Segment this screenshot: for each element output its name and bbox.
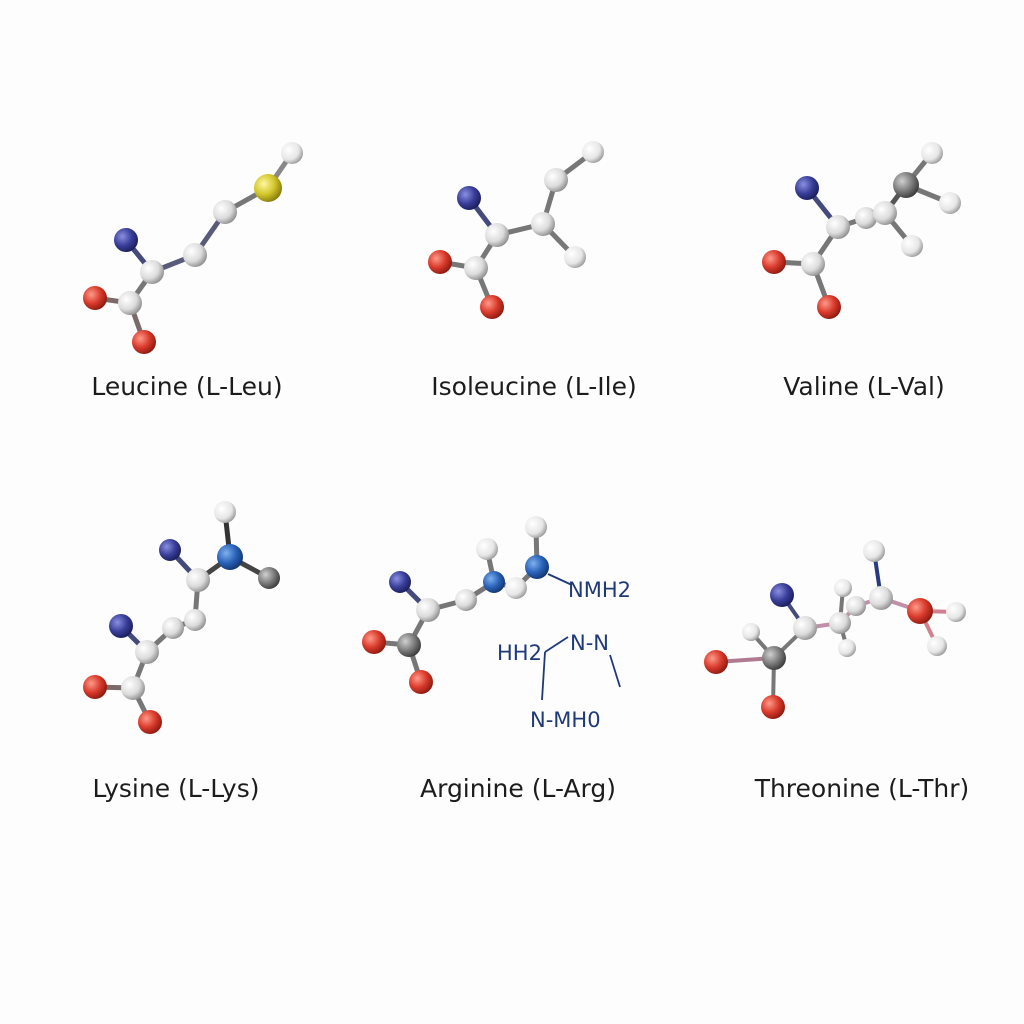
carbon-atom	[121, 676, 145, 700]
carbon-atom	[464, 256, 488, 280]
oxygen-atom	[762, 250, 786, 274]
caption-arginine: Arginine (L-Arg)	[420, 774, 616, 803]
caption-threonine: Threonine (L-Thr)	[754, 774, 970, 803]
nitrogen-atom	[217, 544, 243, 570]
hydrogen-atom	[863, 540, 885, 562]
carbon-atom	[118, 291, 142, 315]
hydrogen-atom	[939, 192, 961, 214]
nitrogen-atom	[770, 583, 794, 607]
nitrogen-atom	[483, 571, 505, 593]
hydrogen-atom	[921, 142, 943, 164]
caption-isoleucine: Isoleucine (L-Ile)	[431, 372, 637, 401]
oxygen-atom	[132, 330, 156, 354]
molecule-leucine	[83, 142, 303, 354]
annotation-hh2: HH2	[497, 641, 542, 665]
carbon-atom	[162, 617, 184, 639]
hydrogen-atom	[505, 577, 527, 599]
hydrogen-atom	[476, 538, 498, 560]
oxygen-atom	[817, 295, 841, 319]
nitrogen-atom	[389, 571, 411, 593]
molecule-lysine	[83, 501, 280, 734]
oxygen-atom	[704, 650, 728, 674]
oxygen-atom	[83, 286, 107, 310]
hydrogen-atom	[281, 142, 303, 164]
hydrogen-atom	[742, 623, 760, 641]
oxygen-atom	[480, 295, 504, 319]
carbon-atom	[485, 223, 509, 247]
carbon-atom	[455, 589, 477, 611]
molecule-threonine	[704, 540, 966, 719]
annotation-nmh2: NMH2	[568, 578, 631, 602]
carbon-atom	[258, 567, 280, 589]
carbon-atom	[186, 568, 210, 592]
carbon-atom	[893, 172, 919, 198]
carbon-atom	[801, 252, 825, 276]
nitrogen-atom	[109, 614, 133, 638]
carbon-atom	[213, 200, 237, 224]
hydrogen-atom	[834, 579, 852, 597]
molecule-arginine: NMH2 HH2 N-N N-MH0	[362, 516, 631, 732]
oxygen-atom	[761, 695, 785, 719]
oxygen-atom	[428, 250, 452, 274]
caption-lysine: Lysine (L-Lys)	[92, 774, 260, 803]
carbon-atom	[873, 201, 897, 225]
oxygen-atom	[409, 670, 433, 694]
molecule-isoleucine	[428, 141, 604, 319]
sulfur-atom	[254, 174, 282, 202]
carbon-atom	[135, 640, 159, 664]
hydrogen-atom	[564, 246, 586, 268]
carbon-atom	[793, 616, 817, 640]
carbon-atom	[397, 633, 421, 657]
oxygen-atom	[83, 675, 107, 699]
hydrogen-atom	[214, 501, 236, 523]
carbon-atom	[544, 168, 568, 192]
carbon-atom	[531, 212, 555, 236]
annotation-nmh0: N-MH0	[530, 708, 601, 732]
carbon-atom	[855, 207, 877, 229]
caption-valine: Valine (L-Val)	[783, 372, 945, 401]
hydrogen-atom	[901, 235, 923, 257]
caption-leucine: Leucine (L-Leu)	[91, 372, 283, 401]
hydrogen-atom	[838, 639, 856, 657]
hydrogen-atom	[525, 516, 547, 538]
carbon-atom	[869, 586, 893, 610]
carbon-atom	[846, 596, 866, 616]
carbon-atom	[762, 646, 786, 670]
oxygen-atom	[907, 598, 933, 624]
nitrogen-atom	[114, 228, 138, 252]
carbon-atom	[140, 260, 164, 284]
carbon-atom	[183, 243, 207, 267]
annotation-nn: N-N	[570, 631, 609, 655]
oxygen-atom	[362, 630, 386, 654]
hydrogen-atom	[582, 141, 604, 163]
carbon-atom	[826, 215, 850, 239]
molecule-valine	[762, 142, 961, 319]
carbon-atom	[184, 609, 206, 631]
hydrogen-atom	[927, 636, 947, 656]
hydrogen-atom	[946, 602, 966, 622]
carbon-atom	[416, 598, 440, 622]
nitrogen-atom	[457, 186, 481, 210]
carbon-atom	[829, 612, 851, 634]
nitrogen-atom	[159, 539, 181, 561]
nitrogen-atom	[525, 555, 549, 579]
nitrogen-atom	[795, 176, 819, 200]
oxygen-atom	[138, 710, 162, 734]
